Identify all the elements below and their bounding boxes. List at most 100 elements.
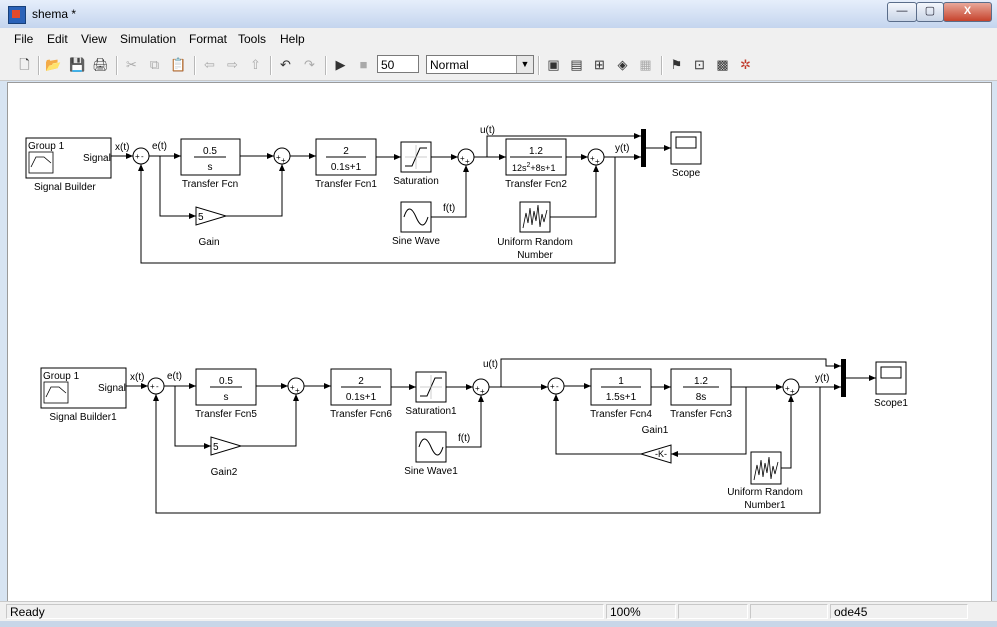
status-bar: Ready 100% ode45 xyxy=(0,601,997,622)
svg-text:x(t): x(t) xyxy=(130,372,144,383)
chevron-down-icon[interactable]: ▼ xyxy=(516,56,533,73)
cut-icon[interactable]: ✂ xyxy=(126,57,137,72)
signal-e-label: e(t) xyxy=(152,141,167,152)
undo-icon[interactable]: ↶ xyxy=(280,57,291,72)
svg-text:2: 2 xyxy=(358,376,364,387)
uniform-random-number[interactable]: Uniform Random Number xyxy=(497,201,573,261)
window-title: shema * xyxy=(32,7,77,21)
minimize-button[interactable]: — xyxy=(887,2,917,22)
svg-text:Gain2: Gain2 xyxy=(211,467,238,478)
copy-icon[interactable]: ⧉ xyxy=(149,57,160,72)
model-advisor-icon[interactable]: ⊡ xyxy=(694,57,705,72)
svg-text:Transfer Fcn3: Transfer Fcn3 xyxy=(670,409,732,420)
sum-9[interactable]: ++ xyxy=(782,378,800,396)
menu-format[interactable]: Format xyxy=(189,32,228,46)
saturation[interactable]: Saturation xyxy=(393,141,439,187)
profiler-icon[interactable]: ▩ xyxy=(716,57,729,72)
transfer-fcn3[interactable]: 1.2 8s Transfer Fcn3 xyxy=(670,368,732,420)
svg-text:+: + xyxy=(550,382,555,391)
menu-tools[interactable]: Tools xyxy=(238,32,267,46)
svg-text:+: + xyxy=(475,384,480,393)
mux-bar[interactable] xyxy=(841,359,846,397)
transfer-fcn1[interactable]: 2 0.1s+1 Transfer Fcn1 xyxy=(315,138,377,190)
library-browser-icon[interactable]: ⊞ xyxy=(594,57,605,72)
save-icon[interactable]: 💾 xyxy=(69,57,86,72)
svg-text:8s: 8s xyxy=(696,392,707,403)
transfer-fcn5[interactable]: 0.5 s Transfer Fcn5 xyxy=(195,368,257,420)
transfer-fcn6[interactable]: 2 0.1s+1 Transfer Fcn6 xyxy=(330,368,392,420)
menu-help[interactable]: Help xyxy=(280,32,305,46)
sine-wave[interactable]: Sine Wave xyxy=(392,201,440,247)
svg-text:1.2: 1.2 xyxy=(694,376,708,387)
stop-icon[interactable]: ■ xyxy=(359,57,368,72)
close-button[interactable]: X xyxy=(943,2,992,22)
paste-icon[interactable]: 📋 xyxy=(170,57,187,72)
svg-text:+: + xyxy=(590,154,595,163)
open-icon[interactable]: 📂 xyxy=(45,57,62,72)
back-icon[interactable]: ⇦ xyxy=(204,57,215,72)
random-noise-icon xyxy=(753,456,779,481)
signal-builder1[interactable]: Group 1 Signal Signal Builder1 xyxy=(40,367,127,423)
stop-time-input[interactable]: 50 xyxy=(377,55,419,73)
scope[interactable]: Scope xyxy=(670,131,702,179)
svg-text:Signal: Signal xyxy=(98,383,126,394)
sum-3[interactable]: ++ xyxy=(457,148,475,166)
svg-text:Saturation: Saturation xyxy=(393,176,439,187)
sum-4[interactable]: ++ xyxy=(587,148,605,166)
refresh-icon[interactable]: ▦ xyxy=(639,57,652,72)
model-canvas[interactable]: Group 1 Signal Signal Builder x(t) +- e(… xyxy=(7,82,992,602)
maximize-button[interactable]: ▢ xyxy=(916,2,944,22)
menu-edit[interactable]: Edit xyxy=(47,32,68,46)
mux-bar[interactable] xyxy=(641,129,646,167)
update-diagram-icon[interactable]: ▤ xyxy=(570,57,583,72)
gain1[interactable]: -K- Gain1 xyxy=(639,425,672,464)
svg-text:-K-: -K- xyxy=(655,449,667,459)
svg-text:0.1s+1: 0.1s+1 xyxy=(346,392,377,403)
transfer-fcn[interactable]: 0.5 s Transfer Fcn xyxy=(180,138,241,190)
sine-wave1[interactable]: Sine Wave1 xyxy=(404,431,458,477)
sum-8[interactable]: +- xyxy=(547,377,565,395)
svg-text:0.5: 0.5 xyxy=(219,376,233,387)
new-model-icon[interactable]: 🗋 xyxy=(19,57,30,72)
svg-text:1.2: 1.2 xyxy=(529,146,543,157)
svg-text:Group 1: Group 1 xyxy=(43,371,80,382)
signal-builder[interactable]: Group 1 Signal Signal Builder xyxy=(25,137,112,193)
transfer-fcn2[interactable]: 1.2 12s2+8s+1 Transfer Fcn2 xyxy=(505,138,567,190)
sum-1[interactable]: +- xyxy=(132,147,150,165)
svg-text:+: + xyxy=(135,152,140,161)
forward-icon[interactable]: ⇨ xyxy=(227,57,238,72)
uniform-random-number1[interactable]: Uniform Random Number1 xyxy=(727,451,803,511)
saturation1[interactable]: Saturation1 xyxy=(405,371,457,417)
menu-simulation[interactable]: Simulation xyxy=(120,32,177,46)
target-icon[interactable]: ✲ xyxy=(740,57,751,72)
svg-text:+: + xyxy=(281,156,286,165)
scope1[interactable]: Scope1 xyxy=(874,361,908,409)
transfer-fcn4[interactable]: 1 1.5s+1 Transfer Fcn4 xyxy=(590,368,652,420)
sum-7[interactable]: ++ xyxy=(472,378,490,396)
signal-f-label: f(t) xyxy=(443,203,455,214)
run-icon[interactable]: ▶ xyxy=(335,57,346,72)
sum-5[interactable]: +- xyxy=(147,377,165,395)
simulink-app-icon xyxy=(8,6,26,24)
gain2[interactable]: 5 Gain2 xyxy=(210,436,243,478)
up-icon[interactable]: ⇧ xyxy=(250,57,261,72)
sum-2[interactable]: ++ xyxy=(273,147,291,165)
status-ready: Ready xyxy=(6,604,604,619)
model-explorer-icon[interactable]: ◈ xyxy=(617,57,628,72)
svg-text:y(t): y(t) xyxy=(815,373,829,384)
menu-file[interactable]: File xyxy=(14,32,34,46)
simulation-mode-select[interactable]: Normal ▼ xyxy=(426,55,534,74)
redo-icon[interactable]: ↷ xyxy=(304,57,315,72)
signal-y-label: y(t) xyxy=(615,143,629,154)
svg-text:Gain: Gain xyxy=(198,237,219,248)
sum-6[interactable]: ++ xyxy=(287,377,305,395)
menu-view[interactable]: View xyxy=(81,32,107,46)
print-icon[interactable]: 🖨 xyxy=(92,57,109,72)
svg-text:Number1: Number1 xyxy=(744,500,786,511)
gain[interactable]: 5 Gain xyxy=(195,206,228,248)
build-icon[interactable]: ▣ xyxy=(547,57,560,72)
svg-text:Uniform Random: Uniform Random xyxy=(497,237,573,248)
svg-text:5: 5 xyxy=(198,212,204,223)
svg-text:+: + xyxy=(790,387,795,396)
debugger-icon[interactable]: ⚑ xyxy=(670,57,683,72)
